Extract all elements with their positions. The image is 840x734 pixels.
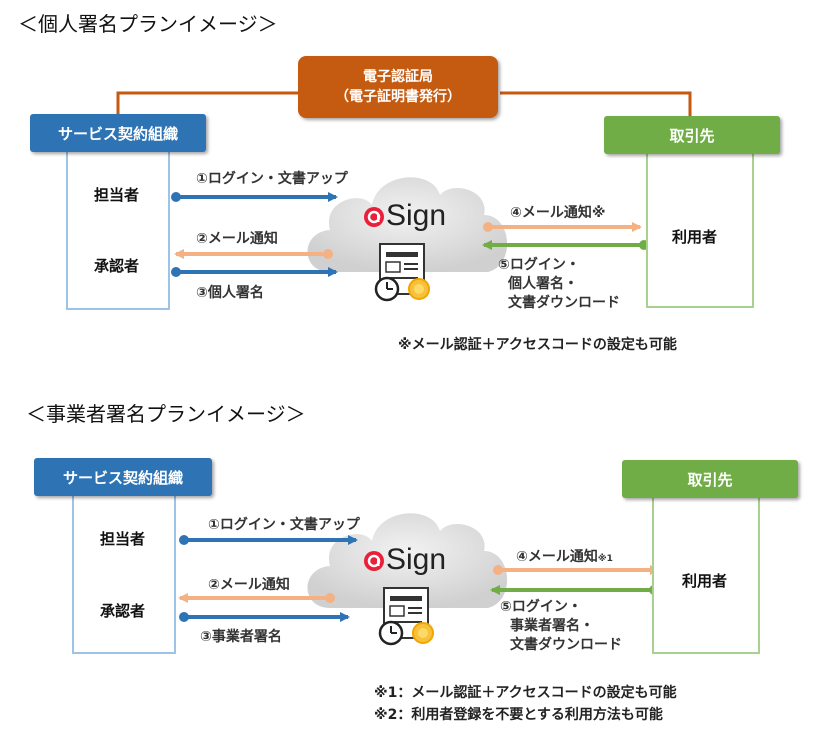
partner-header: 取引先 [622, 460, 798, 498]
partner-header: 取引先 [604, 116, 780, 154]
step2-label: ②メール通知 [208, 577, 290, 593]
arrow-step5 [490, 585, 659, 595]
arrow-step2 [174, 249, 333, 259]
service-org-panel [72, 494, 176, 654]
arrow-step4 [483, 222, 642, 232]
step5-line2: 事業者署名・ [510, 618, 594, 634]
arrow-step5 [482, 240, 649, 250]
role-user: 利用者 [672, 228, 718, 246]
step4-label: ④メール通知※ [510, 205, 606, 221]
seal-icon [408, 278, 430, 300]
arrow-step3 [179, 612, 350, 622]
step5-label: ⑤ログイン・ 事業者署名・ 文書ダウンロード [500, 598, 622, 655]
cloud-icon [307, 177, 508, 272]
arrow-step1 [171, 192, 338, 202]
personal-note: ※メール認証＋アクセスコードの設定も可能 [398, 337, 677, 353]
step2-label: ②メール通知 [196, 231, 278, 247]
business-note-2: ※2：利用者登録を不要とする利用方法も可能 [374, 707, 663, 723]
step5-line3: 文書ダウンロード [508, 295, 620, 311]
step1-label: ①ログイン・文書アップ [196, 171, 348, 187]
arrow-step2 [178, 593, 335, 603]
step4-label: ④メール通知※1 [516, 546, 613, 566]
service-org-panel [66, 150, 170, 310]
personal-section-title: ＜個人署名プランイメージ＞ [18, 12, 278, 36]
clock-icon [374, 276, 400, 302]
ca-title: 電子認証局 [363, 69, 433, 85]
brand-logo-icon [364, 207, 384, 227]
step5-line1: ⑤ログイン・ [498, 257, 580, 273]
role-staff: 担当者 [100, 530, 146, 548]
arrow-step4 [493, 565, 660, 575]
step4-text: ④メール通知 [516, 549, 598, 565]
step1-label: ①ログイン・文書アップ [208, 517, 360, 533]
step5-line3: 文書ダウンロード [510, 637, 622, 653]
step5-label: ⑤ログイン・ 個人署名・ 文書ダウンロード [498, 256, 620, 313]
service-org-header: サービス契約組織 [30, 114, 206, 152]
clock-icon [378, 620, 404, 646]
role-user: 利用者 [682, 572, 728, 590]
step5-line2: 個人署名・ [508, 276, 578, 292]
brand-logo-icon [364, 551, 384, 571]
partner-panel [646, 150, 754, 308]
brand-name: Sign [386, 199, 447, 232]
seal-icon [412, 622, 434, 644]
ca-subtitle: （電子証明書発行） [335, 89, 461, 105]
step3-label: ③事業者署名 [200, 629, 282, 645]
service-org-header: サービス契約組織 [34, 458, 212, 496]
step3-label: ③個人署名 [196, 285, 264, 301]
brand-name: Sign [386, 543, 447, 576]
role-approver: 承認者 [100, 602, 146, 620]
step5-line1: ⑤ログイン・ [500, 599, 582, 615]
business-section-title: ＜事業者署名プランイメージ＞ [26, 402, 306, 426]
arrow-step3 [171, 267, 338, 277]
role-staff: 担当者 [94, 186, 140, 204]
role-approver: 承認者 [94, 257, 140, 275]
arrow-step1 [179, 535, 358, 545]
business-note-1: ※1：メール認証＋アクセスコードの設定も可能 [374, 685, 677, 701]
certificate-authority-box: 電子認証局 （電子証明書発行） [298, 56, 498, 118]
step4-footnote-mark: ※1 [597, 554, 613, 564]
partner-panel [652, 494, 760, 654]
ca-connector [116, 91, 692, 124]
